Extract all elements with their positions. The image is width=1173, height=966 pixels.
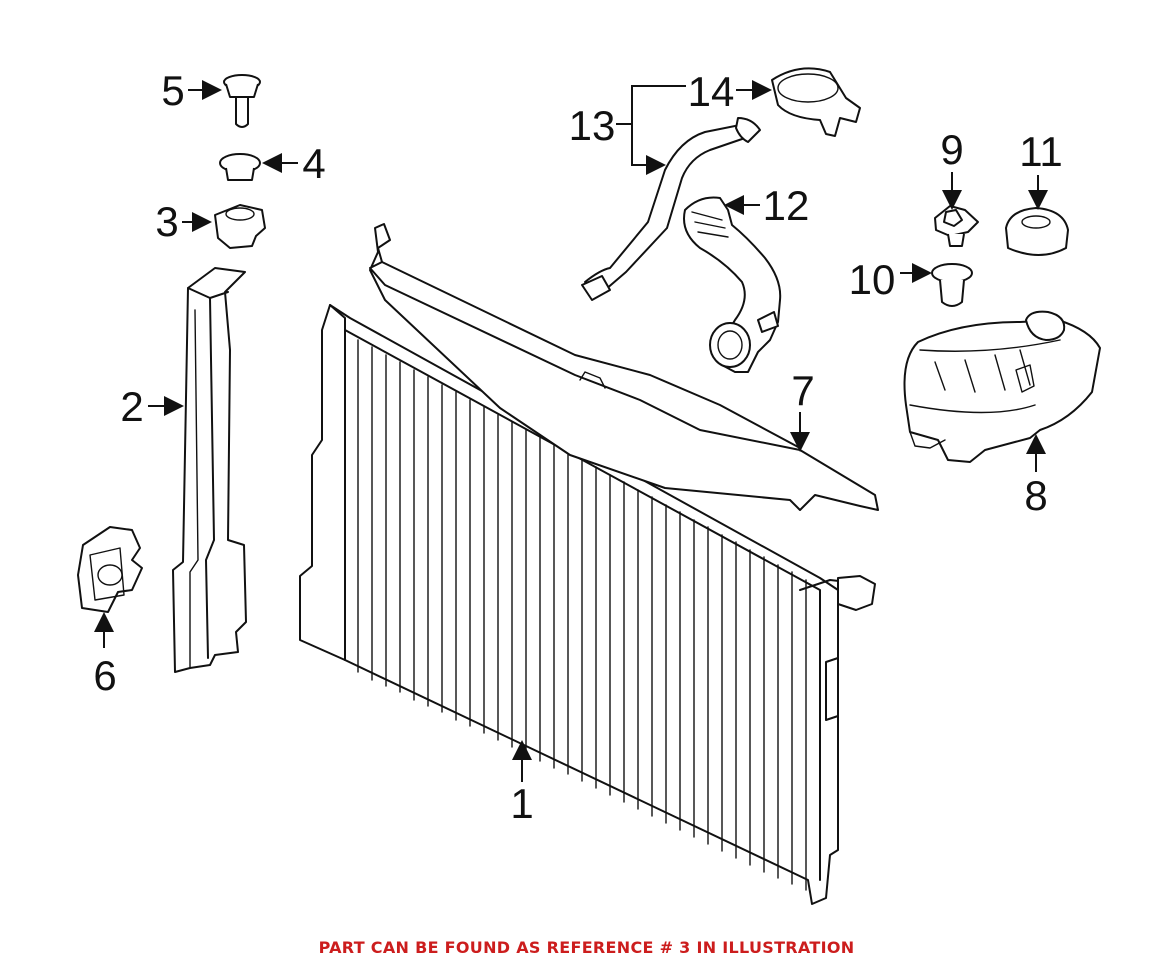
- callout-arrows: [94, 80, 1048, 782]
- callout-13: 13: [569, 102, 616, 149]
- callout-6: 6: [93, 652, 116, 699]
- screw-9-part: [934, 205, 979, 247]
- callout-9: 9: [940, 126, 963, 173]
- bolt-part: [223, 74, 261, 128]
- side-air-guide-part: [172, 267, 247, 673]
- callout-10: 10: [849, 256, 896, 303]
- callout-8: 8: [1024, 472, 1047, 519]
- callout-12: 12: [763, 182, 810, 229]
- plug-part: [931, 263, 973, 307]
- bracket-part: [77, 526, 143, 613]
- callout-labels: 1 2 3 4 5 6 7 8 9 10 11 12 13 14: [93, 67, 1062, 827]
- grommet-part: [219, 153, 261, 181]
- expansion-tank-part: [903, 310, 1101, 463]
- clip-part: [214, 204, 266, 249]
- callout-14: 14: [688, 68, 735, 115]
- callout-1: 1: [510, 780, 533, 827]
- hose-12-part: [683, 196, 782, 373]
- callout-3: 3: [155, 198, 178, 245]
- callout-5: 5: [161, 67, 184, 114]
- hose-13-part: [581, 117, 761, 301]
- callout-2: 2: [120, 383, 143, 430]
- callout-7: 7: [791, 367, 814, 414]
- callout-bracket-13: [631, 85, 686, 175]
- radiator-part: [299, 304, 876, 905]
- cap-part: [1005, 207, 1069, 256]
- clamp-part: [771, 67, 861, 137]
- callout-11: 11: [1019, 128, 1063, 175]
- callout-4: 4: [302, 140, 325, 187]
- upper-cover-part: [369, 223, 879, 511]
- reference-note: PART CAN BE FOUND AS REFERENCE # 3 IN IL…: [318, 938, 855, 957]
